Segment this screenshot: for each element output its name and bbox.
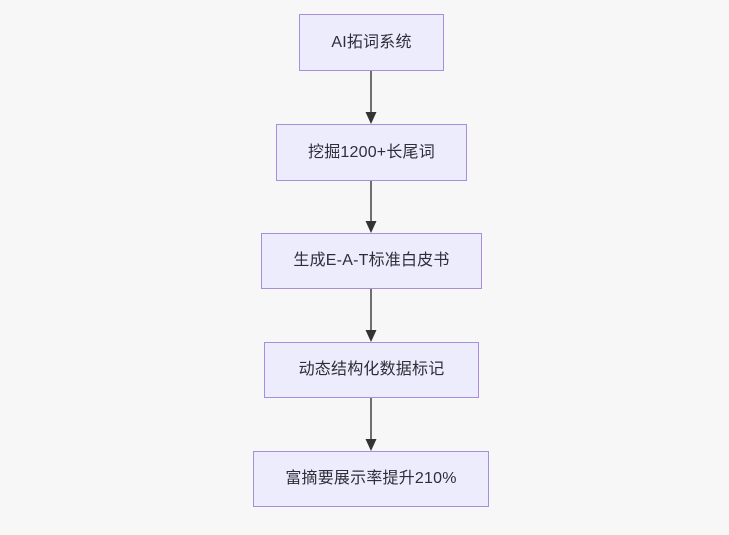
flowchart-node-structured-data-markup[interactable]: 动态结构化数据标记 — [264, 342, 479, 398]
flowchart-node-rich-snippet-result[interactable]: 富摘要展示率提升210% — [253, 451, 489, 507]
node-label: 挖掘1200+长尾词 — [308, 143, 435, 161]
edge-n1-n2 — [365, 71, 377, 124]
arrowhead-icon — [365, 221, 377, 233]
node-label: 富摘要展示率提升210% — [285, 470, 457, 487]
flowchart-node-longtail-keywords[interactable]: 挖掘1200+长尾词 — [276, 124, 467, 181]
node-label: 生成E-A-T标准白皮书 — [293, 252, 450, 269]
node-label: 动态结构化数据标记 — [298, 361, 445, 378]
arrowhead-icon — [365, 330, 377, 342]
edge-n4-n5 — [365, 398, 377, 451]
arrowhead-icon — [365, 112, 377, 124]
flowchart-node-eat-whitepaper[interactable]: 生成E-A-T标准白皮书 — [261, 233, 482, 289]
arrowhead-icon — [365, 439, 377, 451]
node-label: AI拓词系统 — [331, 33, 412, 51]
edge-n2-n3 — [365, 181, 377, 233]
edge-n3-n4 — [365, 289, 377, 342]
flowchart-node-ai-keyword-system[interactable]: AI拓词系统 — [299, 14, 444, 71]
